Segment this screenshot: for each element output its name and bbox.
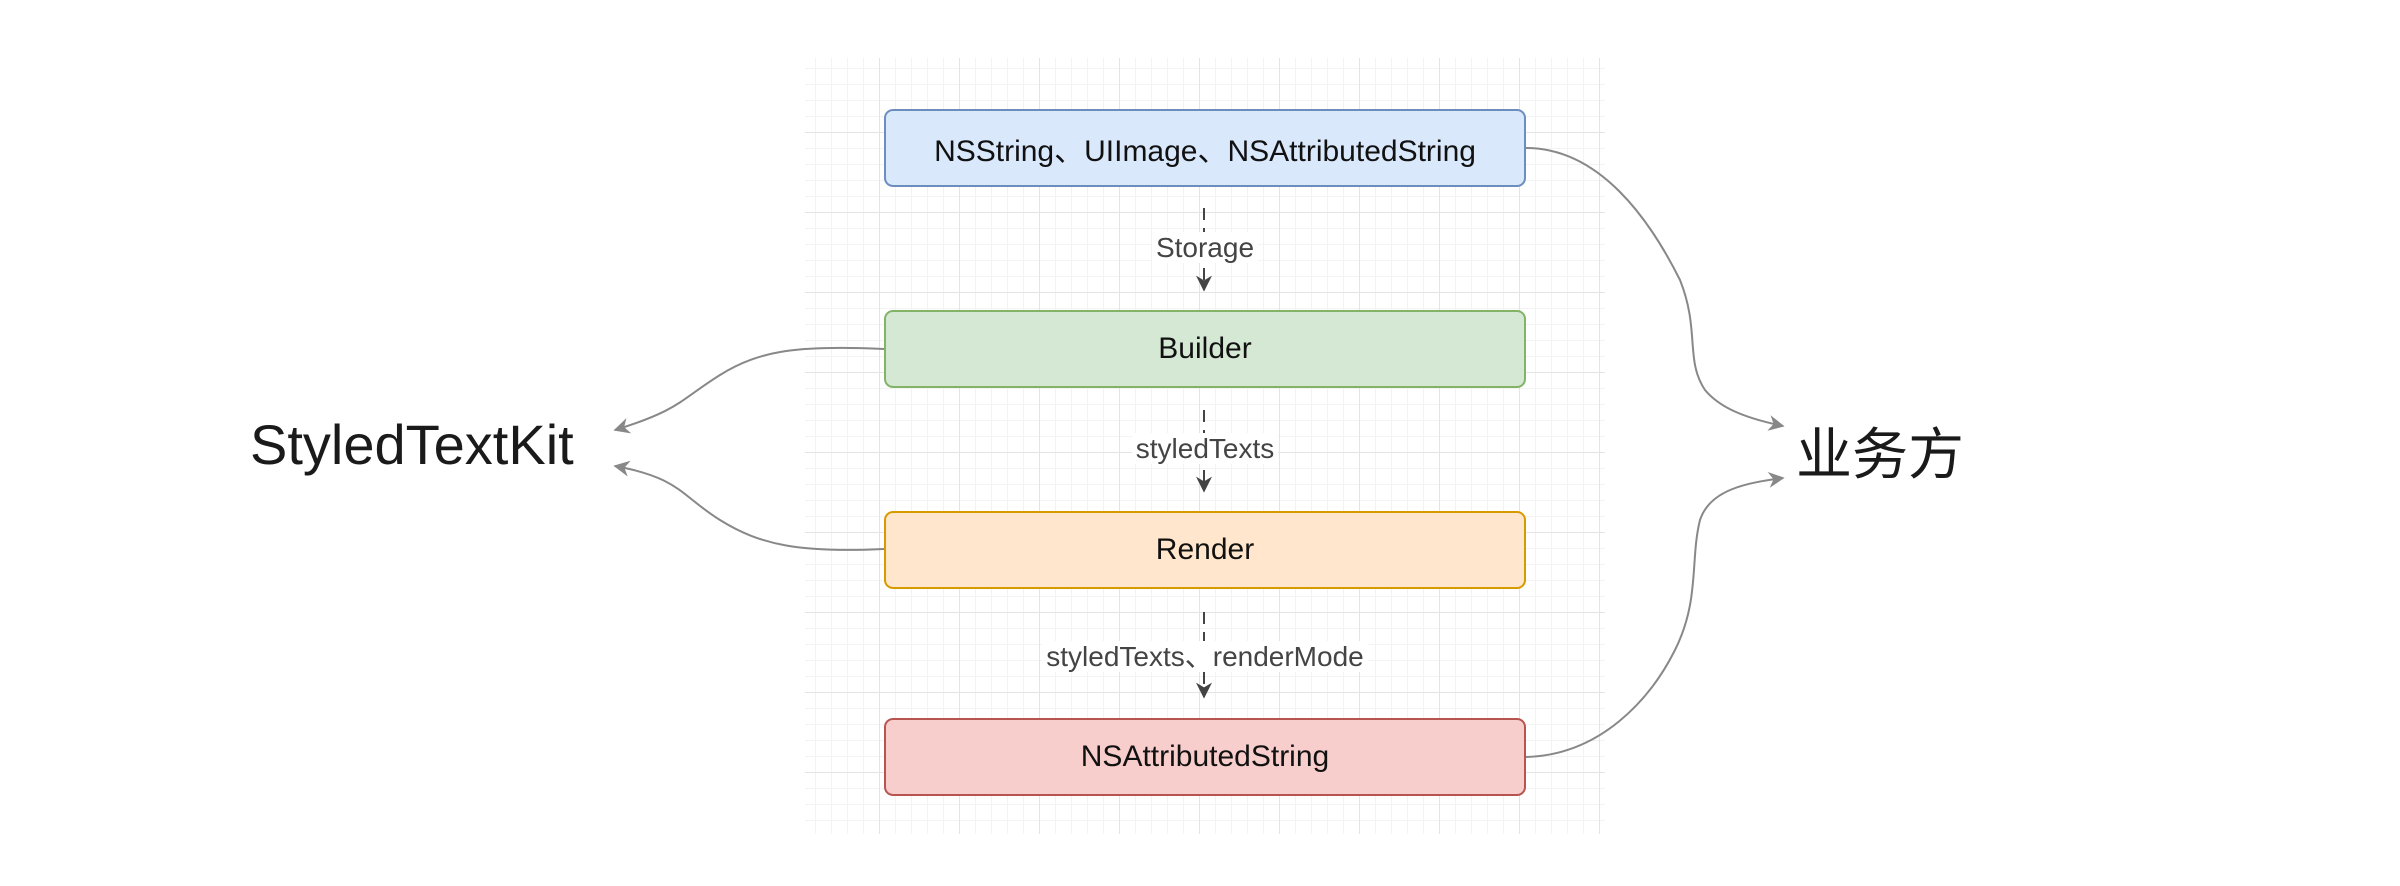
edge-storage-to-business bbox=[1525, 147, 1785, 431]
edge-label-styledtexts-rendermode-text: styledTexts、renderMode bbox=[1042, 641, 1368, 672]
edge-builder-to-styledtextkit bbox=[613, 346, 885, 434]
business-side-label: 业务方 bbox=[1796, 423, 1964, 486]
edge-label-styledtexts-rendermode: styledTexts、renderMode bbox=[1005, 635, 1405, 675]
render-box: Render bbox=[884, 511, 1526, 589]
styledtextkit-label: StyledTextKit bbox=[250, 413, 574, 476]
output-box-label: NSAttributedString bbox=[1080, 740, 1330, 773]
edge-output-to-business bbox=[1525, 471, 1785, 758]
builder-box-label: Builder bbox=[1158, 332, 1252, 365]
output-box: NSAttributedString bbox=[884, 718, 1526, 796]
storage-box: NSString、UIImage、NSAttributedString bbox=[884, 109, 1526, 187]
edge-label-styledtexts-text: styledTexts bbox=[1131, 433, 1279, 464]
builder-box: Builder bbox=[884, 310, 1526, 388]
edge-label-storage: Storage bbox=[1005, 232, 1405, 264]
storage-box-label: NSString、UIImage、NSAttributedString bbox=[934, 135, 1476, 168]
edge-render-to-styledtextkit bbox=[613, 460, 885, 551]
render-box-label: Render bbox=[1155, 533, 1255, 566]
edge-label-styledtexts: styledTexts bbox=[1005, 433, 1405, 465]
edge-label-storage-text: Storage bbox=[1151, 232, 1259, 263]
